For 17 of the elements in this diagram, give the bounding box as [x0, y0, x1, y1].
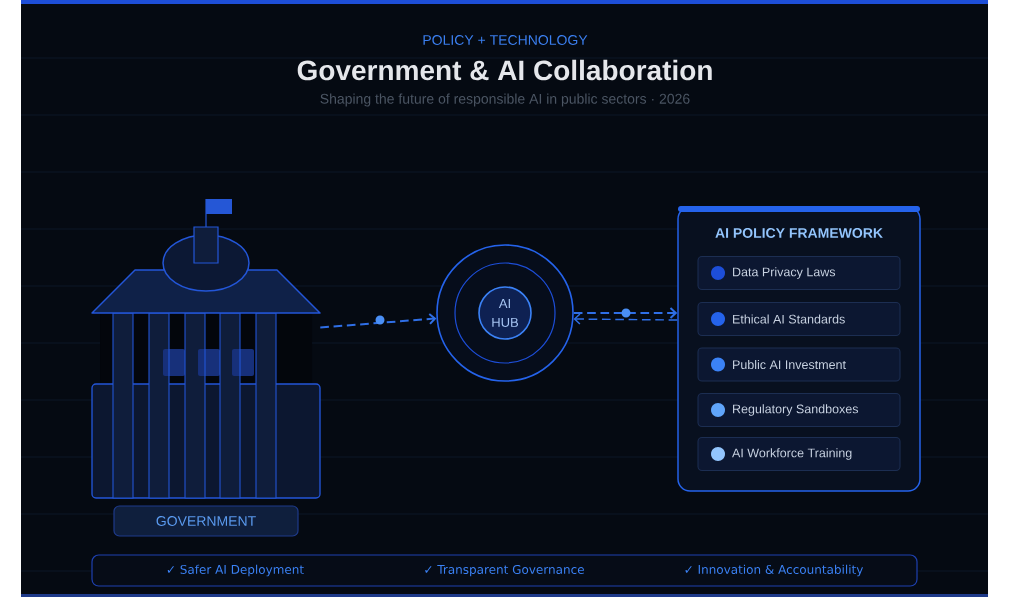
benefits-bar	[91, 554, 918, 587]
dashed-arrow	[572, 307, 678, 319]
title: Government & AI Collaboration	[297, 59, 712, 81]
government-building	[91, 198, 321, 499]
label-box: GOVERNMENT	[113, 505, 299, 537]
item-box: Regulatory Sandboxes	[697, 392, 901, 428]
dashed-arrow	[573, 313, 678, 325]
item-box: AI Workforce Training	[697, 436, 901, 472]
benefit-text: ✓ Innovation & Accountability	[685, 564, 863, 577]
item-box: Public AI Investment	[697, 347, 901, 382]
subtitle: Shaping the future of responsible AI in public sectors · 2026	[320, 93, 690, 107]
benefit-text: ✓ Safer AI Deployment	[167, 564, 304, 577]
kicker-text: POLICY + TECHNOLOGY	[423, 35, 588, 45]
benefit-text: ✓ Transparent Governance	[425, 564, 584, 577]
item-box: Data Privacy Laws	[697, 255, 901, 291]
dashed-arrow	[319, 312, 437, 329]
item-box: Ethical AI Standards	[697, 301, 901, 337]
